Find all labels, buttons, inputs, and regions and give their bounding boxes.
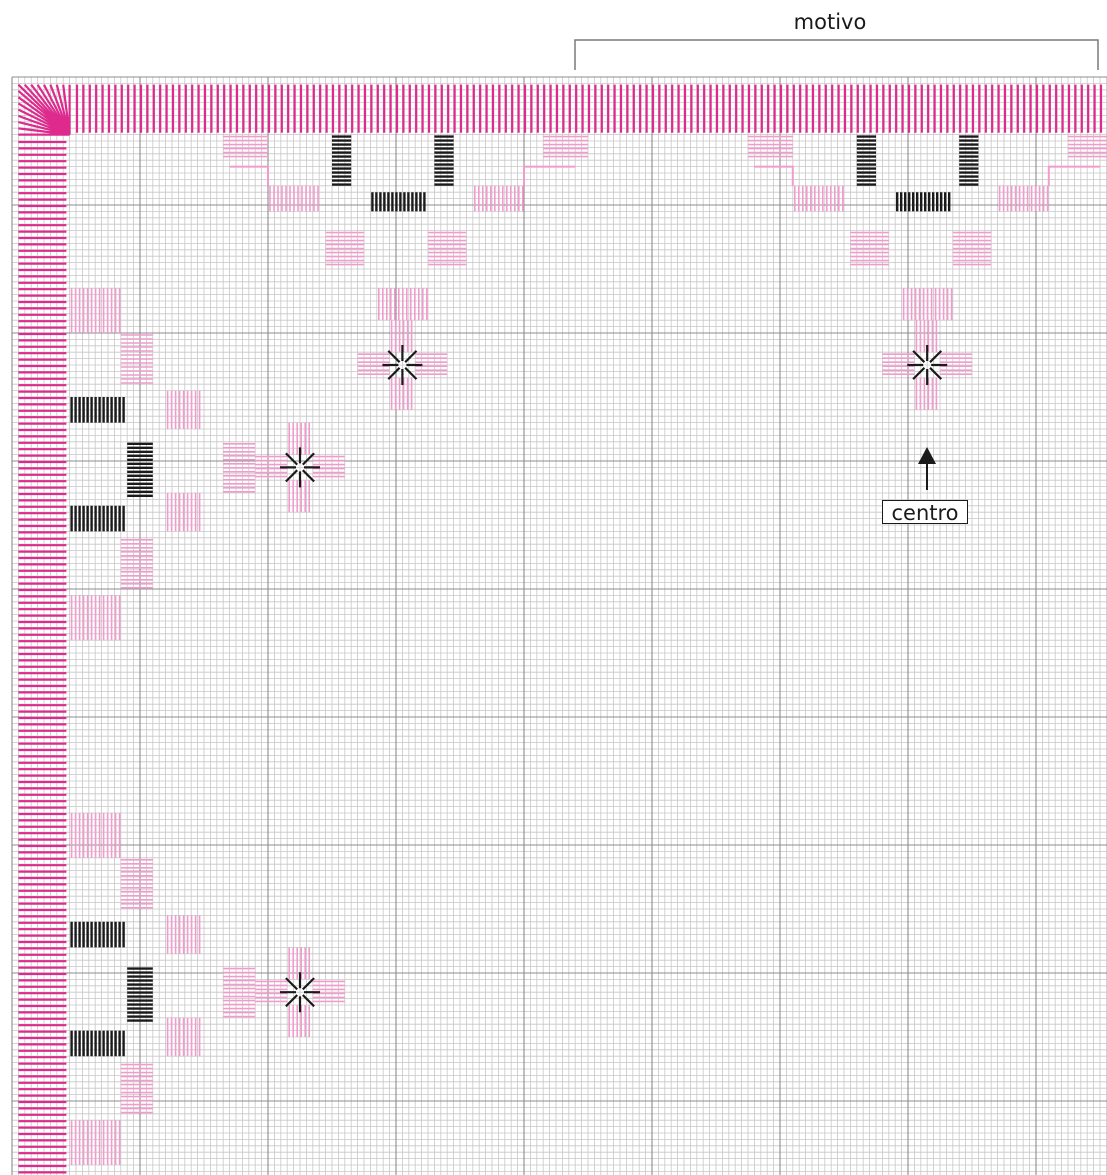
pink-bars xyxy=(168,1018,200,1056)
top-motif-1 xyxy=(223,137,588,410)
motivo-label: motivo xyxy=(760,10,900,34)
black-bars xyxy=(857,137,876,185)
pink-bars xyxy=(428,233,466,265)
pink-bars xyxy=(72,288,120,333)
top-border-satin xyxy=(77,85,1101,133)
left-motif-1 xyxy=(72,288,345,640)
chart-grid xyxy=(12,77,1107,1175)
pink-bars xyxy=(168,493,200,531)
pink-bars xyxy=(72,813,120,858)
pink-bars xyxy=(121,860,153,908)
black-stitches xyxy=(72,137,979,1057)
pink-stitches xyxy=(72,137,1107,1165)
pink-bars xyxy=(223,969,255,1017)
pink-bars xyxy=(168,391,200,429)
left-border-satin xyxy=(18,142,66,1172)
pink-bars xyxy=(121,335,153,383)
pink-bars xyxy=(953,233,991,265)
pink-bars xyxy=(904,288,952,320)
pink-bars xyxy=(850,233,888,265)
pink-bars xyxy=(72,595,120,640)
pink-bars xyxy=(379,288,427,320)
black-bars xyxy=(372,192,424,211)
pink-bars xyxy=(1000,186,1048,212)
black-bars xyxy=(434,137,453,185)
black-bars xyxy=(332,137,351,185)
pink-bars xyxy=(121,540,153,588)
pink-bars xyxy=(121,1065,153,1113)
left-motif-2-black xyxy=(72,922,153,1056)
left-motif-1-black xyxy=(72,397,153,531)
pink-bars xyxy=(326,233,364,265)
grid-major-lines xyxy=(12,77,1107,1175)
pink-bars xyxy=(270,186,318,212)
grid-minor-lines xyxy=(12,77,1107,1175)
motivo-bracket xyxy=(575,40,1098,70)
top-motif-1-black xyxy=(332,137,454,212)
pink-bars xyxy=(223,444,255,492)
centro-label: centro xyxy=(882,500,968,524)
pink-bars xyxy=(72,1120,120,1165)
pink-bars xyxy=(168,915,200,953)
pink-bars xyxy=(795,186,843,212)
black-bars xyxy=(959,137,978,185)
black-bars xyxy=(897,192,949,211)
magenta-border xyxy=(18,85,1101,1173)
top-motif-2-black xyxy=(857,137,979,212)
left-motif-2 xyxy=(72,813,345,1165)
pink-bars xyxy=(475,186,523,212)
